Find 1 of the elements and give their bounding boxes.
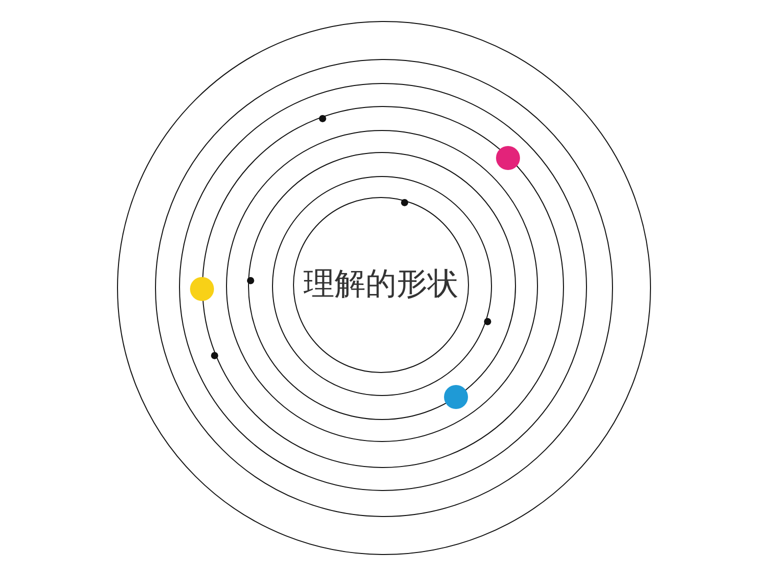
title-text: 理解的形状	[304, 267, 459, 303]
